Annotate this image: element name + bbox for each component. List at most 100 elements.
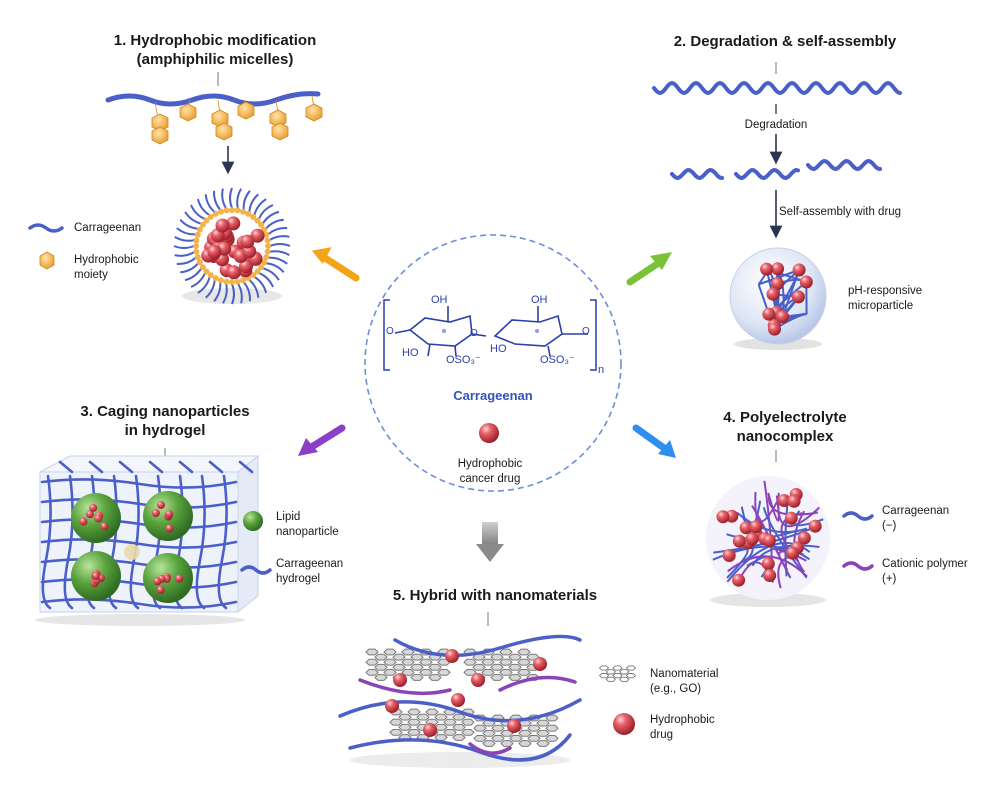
repeat-subscript: n [598,364,605,376]
micelle-chain [253,275,268,294]
chain-fragment [670,167,724,181]
carr-minus-line1: Carrageenan [882,505,950,517]
micelle-moiety [207,213,214,220]
graphene-cell [473,724,487,732]
micelle-moiety [261,259,268,266]
nano-line2: (e.g., GO) [650,683,702,695]
graphene-cell [500,740,514,747]
o-left-link: O [386,326,394,337]
micelle-moiety [217,208,224,215]
lipid-line2: nanoparticle [276,526,339,538]
graphene-cell [625,673,637,679]
carrageenan-strand [338,698,582,723]
drug-sphere [763,569,777,582]
micelle-moiety [229,279,235,285]
graphene-cell [392,663,406,671]
micelle-moiety [264,237,271,244]
hydrogel-strand [40,498,238,509]
ph-microparticle [729,247,827,350]
drug-sphere [776,310,790,324]
graphene-cell [365,658,379,666]
graphene-cell [374,663,388,671]
graphene-cell [545,714,559,722]
micelle-chain [269,243,291,247]
panel3-title-line1: 3. Caging nanoparticles [80,403,250,420]
graphene-cell [389,718,403,726]
graphene-cell [383,658,397,666]
micelle-moiety [196,226,203,233]
legend-carrageenan-label: Carrageenan [74,222,142,234]
degradation-step-label: Degradation [744,119,808,131]
carrageenan-minus-label: Carrageenan (−) [882,504,949,534]
micelle-chain [268,235,290,241]
micelle-moiety [234,207,241,214]
micelle-moiety [254,268,261,275]
graphene-cell [481,658,495,666]
micelle-chain [179,219,199,230]
oh-left: OH [431,294,448,306]
sugar-ring-left [394,306,487,357]
micelle-chain [262,267,280,281]
micelle-moiety [240,208,247,215]
micelle-chain [268,256,288,265]
hydrogel-strand [41,474,52,610]
hydrogel-strand [238,460,254,474]
graphene-cell [452,734,466,741]
graphene-cell [374,674,388,681]
lipid-nanoparticle-icon [243,511,263,531]
polyelectrolyte-nanocomplex [706,476,830,607]
cationic-strand [727,555,808,578]
right-bracket [590,299,597,371]
drug-sphere [732,534,746,548]
micelle-moiety [196,259,203,266]
hydrogel-strand [40,478,238,489]
graphene-cell [482,729,496,737]
drug-sphere [175,574,184,583]
arrow-to-panel2 [626,258,664,286]
graphene-cell [463,658,477,666]
graphene-cell [499,669,513,676]
graphene-cell [491,724,505,732]
hydrophobic-moiety-icon [39,251,55,270]
graphene-cell [410,663,424,671]
micelle-moiety [265,243,271,249]
micelle-moiety [250,272,257,279]
graphene-cell [499,658,513,666]
graphene-cell [443,729,457,736]
drug-sphere [226,265,241,280]
graphene-cell [527,724,541,732]
graphene-cell [374,653,388,661]
drug-sphere [745,532,759,546]
pathway-arrows [298,247,676,562]
hydrogel-network-icon [240,565,272,575]
modified-chain [105,91,321,107]
micelle-moiety [212,275,219,282]
micelle-chain [237,282,243,304]
graphene-cell [508,653,522,661]
panel4-title: 4. Polyelectrolyte nanocomplex [700,408,870,446]
graphene-cell [401,669,415,676]
lipid-label: Lipid nanoparticle [276,510,339,540]
drug-sphere [768,322,781,336]
graphene-cell [383,648,397,656]
micelle-moiety [254,217,261,224]
cationic-strand [767,492,780,522]
graphene-oxide-icon [598,665,637,683]
drug-sphere [94,514,103,523]
drug-sphere [157,501,165,509]
drug-sphere [716,510,730,524]
microparticle-label: pH-responsive microparticle [848,284,922,314]
chain-fragment [806,158,882,172]
graphene-cell [490,674,504,681]
micelle-moiety [212,210,219,217]
drug-sphere [732,573,746,587]
graphene-cell [383,669,397,676]
graphene-cell [612,665,623,671]
micelle-chain [257,204,274,220]
micelle-chain [174,251,196,257]
carrageenan-strand [393,634,582,658]
micelle-chain [248,193,259,213]
graphene-cell [434,713,448,721]
self-assembly-step-label: Self-assembly with drug [779,206,902,218]
